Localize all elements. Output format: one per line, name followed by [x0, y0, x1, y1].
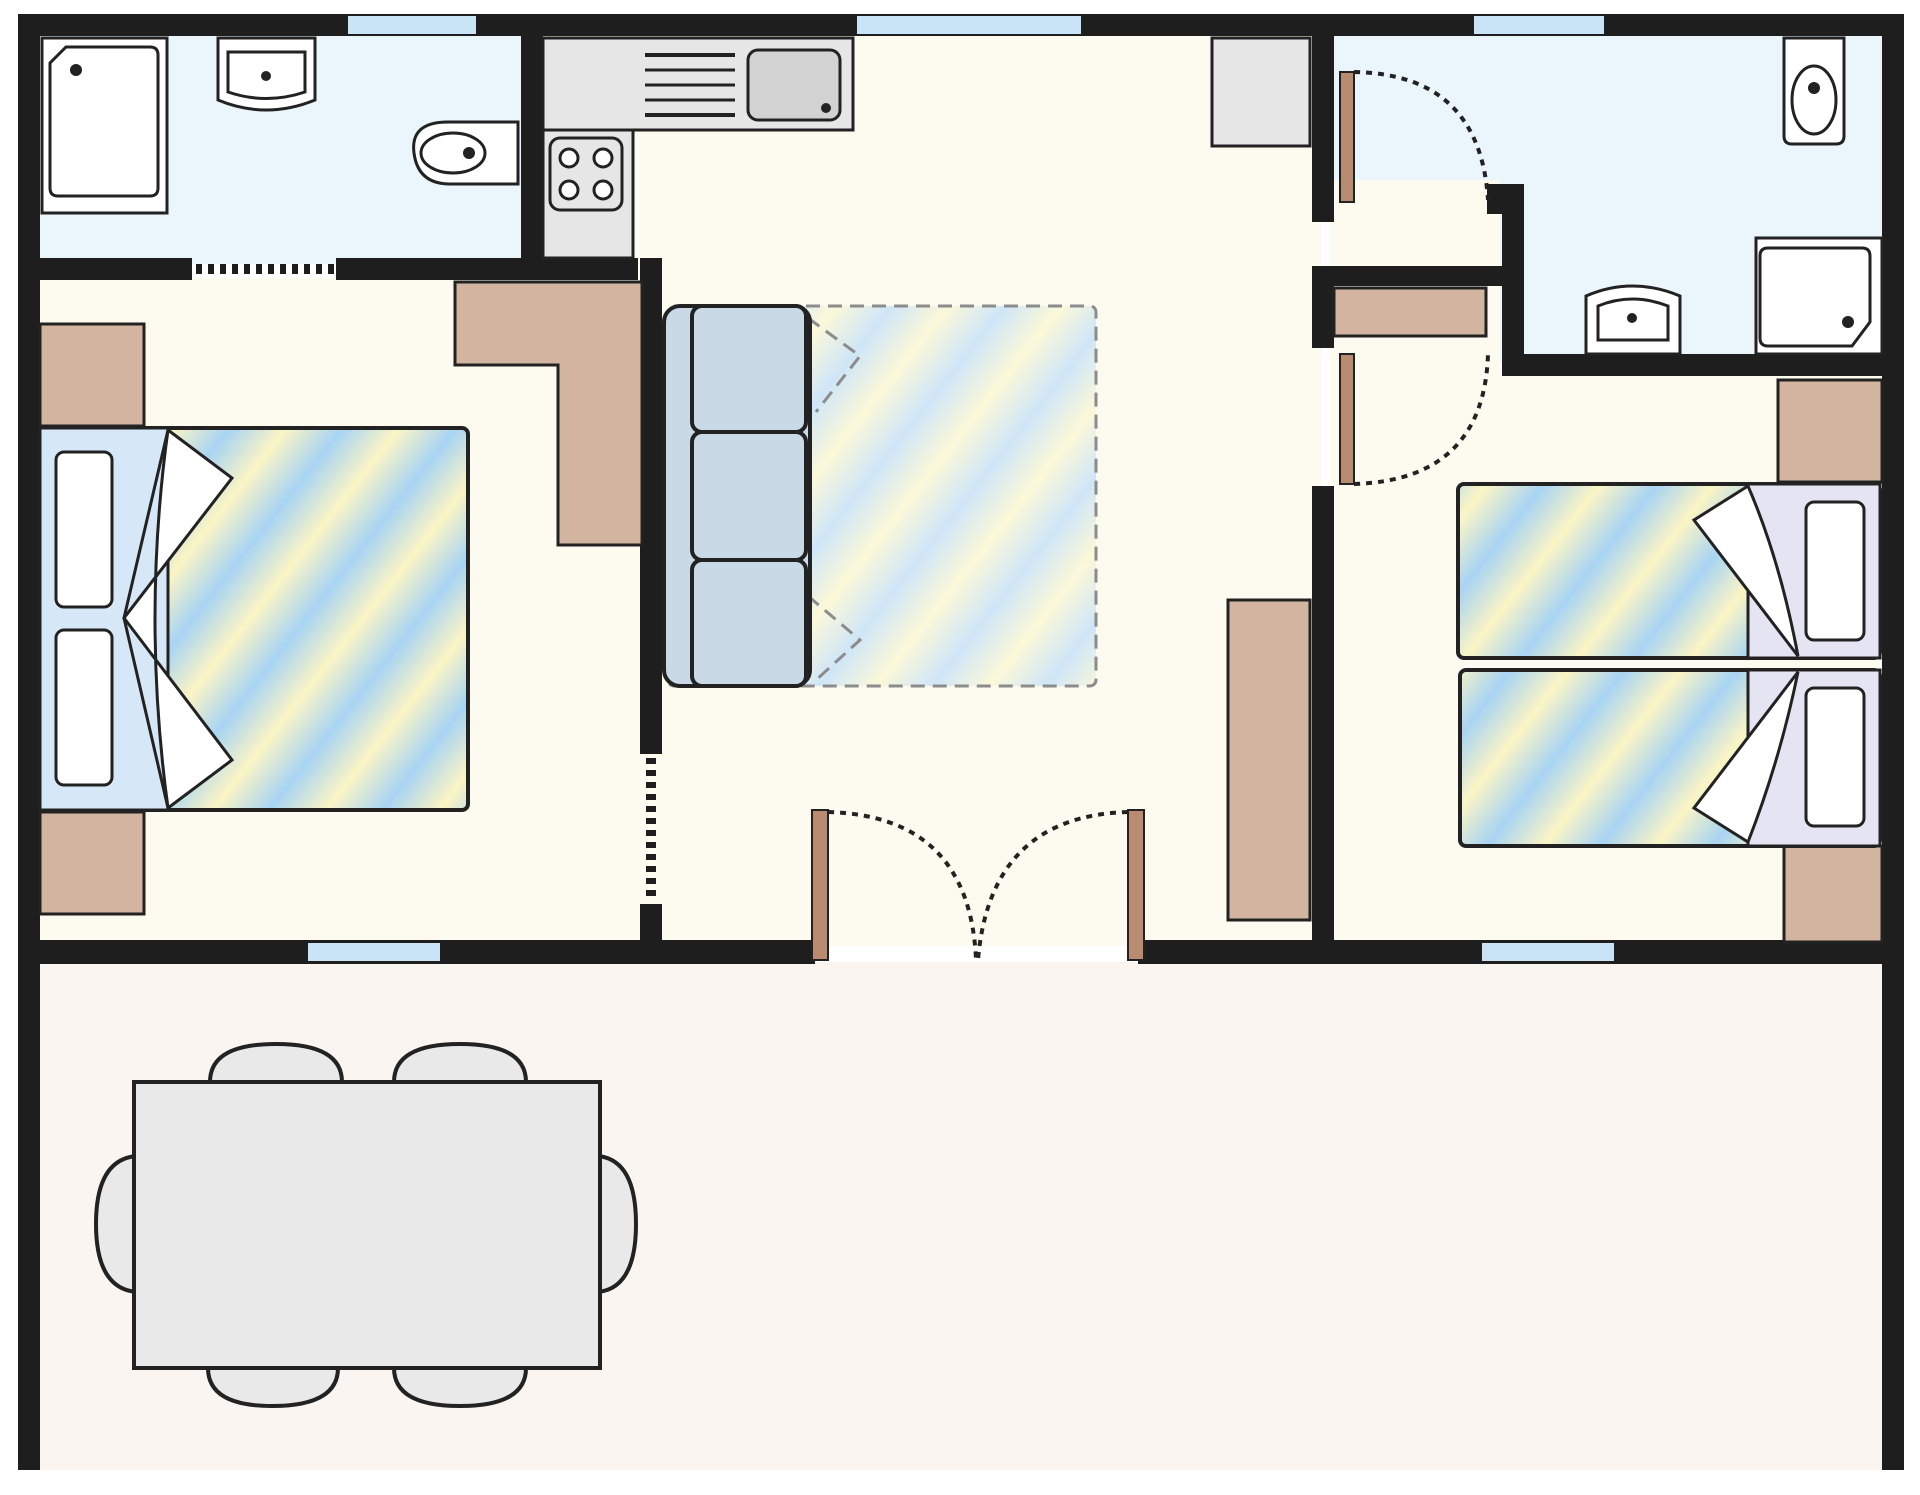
door-swing-icon: [1353, 70, 1490, 201]
single-bed-icon: [1456, 482, 1882, 660]
doors: [811, 70, 1490, 961]
hall-wall-upper: [1312, 32, 1334, 222]
wardrobe-icon: [1332, 286, 1488, 338]
sink-drain: [821, 103, 831, 113]
window-icon: [857, 16, 1081, 34]
pillow: [1804, 500, 1866, 642]
bathroom-left: [40, 36, 520, 215]
burner: [558, 179, 580, 201]
chair-icon: [391, 1041, 529, 1084]
sink-icon: [640, 48, 842, 122]
wardrobe-icon: [38, 810, 146, 916]
door-leaf: [1339, 71, 1355, 203]
sofa-bed-fold: [807, 316, 863, 413]
shower-drain: [70, 64, 82, 76]
burner: [558, 147, 580, 169]
window-icon: [1474, 16, 1604, 34]
pillow: [1804, 686, 1866, 828]
wardrobe-icon: [1782, 844, 1884, 944]
bathroom-left-right-wall: [521, 32, 543, 280]
window-icon: [308, 943, 440, 961]
hall-cross-wall: [1312, 266, 1502, 286]
wardrobe-icon: [1776, 378, 1884, 484]
cooktop-icon: [548, 136, 624, 212]
bathroom-left-bottom-wall-2: [336, 258, 638, 280]
double-bed-icon: [38, 426, 470, 812]
windows: [308, 16, 1614, 961]
bathroom-left-bottom-wall: [35, 258, 192, 280]
blanket-fold-edge: [122, 429, 170, 809]
sofa-cushion: [690, 304, 808, 434]
kitchenette: [541, 36, 1312, 260]
chair-icon: [93, 1153, 138, 1295]
toilet-flush: [1808, 82, 1820, 94]
wardrobes: [38, 280, 1884, 944]
burner: [592, 147, 614, 169]
window-icon: [1482, 943, 1614, 961]
sofa-cushion: [690, 430, 808, 562]
door-leaf: [811, 809, 829, 961]
outer-wall-right: [1882, 14, 1904, 1470]
wardrobe-icon: [38, 322, 146, 428]
burner: [592, 179, 614, 201]
toilet-bowl: [419, 131, 487, 175]
shower-drain: [1842, 316, 1854, 328]
chair-icon: [596, 1153, 639, 1295]
hall-wall-lower: [1312, 268, 1334, 348]
shower-tray: [1758, 246, 1872, 348]
shower-tray: [48, 45, 160, 198]
single-bed-icon: [1458, 668, 1882, 848]
bathroom-right-bottom-wall: [1502, 354, 1884, 376]
toilet-flush: [463, 147, 475, 159]
washbasin-drain: [261, 71, 271, 81]
hall-stub-top: [1312, 180, 1334, 222]
cooktop: [548, 136, 624, 212]
blanket-fold: [1691, 671, 1800, 845]
outer-wall-left: [18, 14, 40, 1470]
sofa-cushion: [690, 558, 808, 688]
chair-icon: [205, 1366, 341, 1409]
terrace: [93, 1041, 639, 1409]
door-leaf: [1339, 353, 1355, 485]
blanket-fold: [1691, 483, 1800, 657]
chair-icon: [391, 1366, 529, 1409]
bathroom-right: [1584, 36, 1884, 356]
bedroom-double-right-wall: [640, 258, 662, 754]
door-leaf: [1127, 809, 1145, 961]
sink-bowl: [746, 48, 842, 122]
bedroom-double-right-wall-2: [640, 904, 662, 944]
sofa-bed-fold: [807, 594, 863, 682]
sofa-bed-icon: [662, 304, 1098, 688]
chair-icon: [207, 1041, 345, 1084]
dining-table-icon: [132, 1080, 602, 1370]
washbasin-drain: [1627, 313, 1637, 323]
bathroom-right-left-wall: [1502, 184, 1524, 366]
pillow: [54, 628, 114, 787]
door-swing-icon: [1353, 353, 1490, 486]
hall-wall-bedroom: [1312, 486, 1334, 946]
wardrobe-icon: [1226, 598, 1312, 922]
pillow: [54, 450, 114, 609]
window-icon: [348, 16, 476, 34]
toilet-bowl: [1790, 64, 1838, 136]
wardrobe-icon: [453, 280, 644, 547]
fridge: [1210, 36, 1312, 148]
